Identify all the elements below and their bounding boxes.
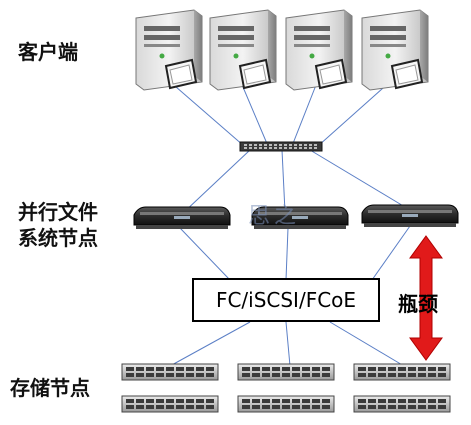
protocol-label-box: FC/iSCSI/FCoE — [192, 278, 380, 322]
network-switch-icon — [239, 141, 323, 152]
network-links — [167, 79, 411, 367]
client-computers — [135, 9, 429, 91]
disk-array-icon — [121, 363, 219, 381]
bottleneck-arrow-icon — [409, 235, 443, 361]
disk-array-icon — [353, 395, 451, 413]
parallel-fs-label-line2: 系统节点 — [18, 226, 98, 250]
client-icon — [135, 9, 203, 91]
watermark: 思之 — [248, 204, 301, 229]
disk-array-icon — [237, 395, 335, 413]
client-icon — [209, 9, 277, 91]
parallel-fs-label-line1: 并行文件 — [18, 200, 98, 224]
clients-label: 客户端 — [18, 40, 78, 64]
client-icon — [361, 9, 429, 91]
client-icon — [285, 9, 353, 91]
storage-nodes-label: 存储节点 — [10, 376, 90, 400]
bottleneck-label: 瓶颈 — [398, 292, 438, 316]
disk-array-icon — [353, 363, 451, 381]
storage-arrays — [121, 363, 451, 413]
disk-array-icon — [121, 395, 219, 413]
disk-array-icon — [237, 363, 335, 381]
rack-server-icon — [361, 204, 459, 228]
rack-server-icon — [133, 206, 231, 230]
